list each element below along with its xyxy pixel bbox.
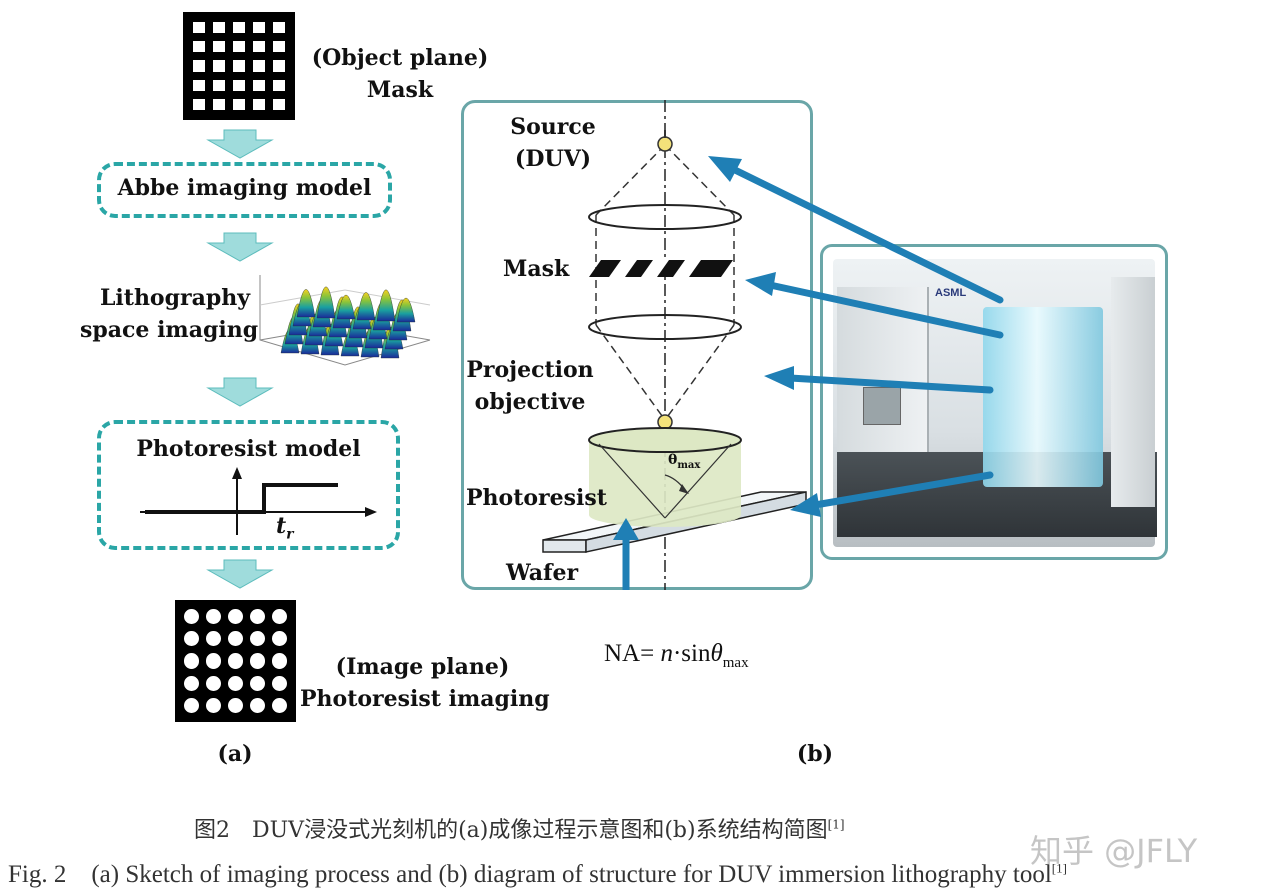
na-n: n bbox=[660, 640, 673, 667]
na-theta: θ bbox=[710, 640, 723, 667]
source-title: Source bbox=[510, 114, 596, 140]
flow-arrow-3 bbox=[206, 377, 274, 407]
condenser-lens bbox=[588, 204, 742, 230]
projection-lens bbox=[588, 314, 742, 340]
plot-peaks bbox=[280, 286, 416, 359]
pointer-arrows bbox=[708, 156, 1004, 517]
caption-en: Fig. 2 (a) Sketch of imaging process and… bbox=[8, 854, 1067, 890]
lithography-line2: space imaging bbox=[80, 317, 259, 343]
lithography-label: Lithography space imaging bbox=[80, 282, 259, 346]
immersion-liquid bbox=[589, 440, 741, 527]
machine-right-cabinet bbox=[1111, 277, 1155, 507]
aerial-peak bbox=[316, 286, 336, 319]
na-prefix: NA= bbox=[604, 640, 655, 667]
object-plane-label: (Object plane) Mask bbox=[300, 42, 500, 106]
photoresist-label: Photoresist bbox=[466, 485, 607, 511]
na-subscript: max bbox=[722, 655, 749, 671]
na-arrow-head bbox=[613, 518, 639, 540]
step-function bbox=[145, 483, 338, 514]
projection-lens-bottom bbox=[588, 427, 742, 453]
threshold-step-plot bbox=[140, 467, 377, 535]
aerial-peak bbox=[336, 295, 356, 320]
caption-en-ref: [1] bbox=[1051, 860, 1067, 876]
source-lamp bbox=[657, 136, 673, 152]
projection-title: Projection bbox=[466, 357, 594, 383]
flow-arrow-2 bbox=[206, 232, 274, 262]
flow-arrow-4 bbox=[206, 559, 274, 589]
wafer-front bbox=[542, 539, 587, 553]
pointer-mask-head bbox=[745, 272, 776, 296]
projection-label: Projection objective bbox=[466, 354, 594, 418]
lithography-line1: Lithography bbox=[99, 285, 250, 311]
object-plane-title: (Object plane) bbox=[311, 45, 489, 71]
pointer-mask-shaft bbox=[766, 281, 1004, 339]
pointer-source-shaft bbox=[731, 166, 1004, 304]
caption-zh-ref: [1] bbox=[827, 817, 845, 832]
tr-subscript: r bbox=[286, 526, 294, 543]
caption-zh: 图2 DUV浸没式光刻机的(a)成像过程示意图和(b)系统结构简图[1] bbox=[194, 812, 845, 844]
aerial-peak bbox=[376, 289, 396, 322]
image-plane-title: (Image plane) bbox=[335, 654, 510, 680]
theta-arrowhead bbox=[679, 484, 689, 494]
abbe-model-box bbox=[97, 162, 392, 218]
image-plane-result bbox=[175, 600, 296, 722]
source-label: Source (DUV) bbox=[498, 111, 608, 175]
na-cone-right bbox=[664, 443, 732, 519]
na-cone-left bbox=[598, 443, 666, 519]
mask-reticle bbox=[589, 260, 733, 277]
pointer-photoresist-shaft bbox=[811, 471, 994, 509]
caption-en-text: Fig. 2 (a) Sketch of imaging process and… bbox=[8, 861, 1052, 888]
abbe-model-label: Abbe imaging model bbox=[117, 175, 372, 201]
pointer-source-head bbox=[708, 156, 742, 182]
step-y-arrowhead bbox=[232, 467, 242, 479]
na-formula: NA= n·sinθmax bbox=[604, 640, 749, 672]
tr-label: tr bbox=[276, 513, 294, 542]
mask-label-b: Mask bbox=[503, 256, 570, 282]
theta-label: θmax bbox=[668, 452, 700, 471]
cone-right-upper bbox=[664, 144, 735, 216]
photoresist-model-label: Photoresist model bbox=[136, 436, 361, 462]
aerial-image-plot bbox=[259, 275, 431, 366]
machine-photo-frame: ASML bbox=[820, 244, 1168, 560]
cone-right-lower bbox=[664, 324, 735, 421]
photoresist-model-box bbox=[97, 420, 400, 550]
caption-b: (b) bbox=[796, 741, 834, 767]
object-plane-mask bbox=[183, 12, 295, 120]
pointer-projection-head bbox=[764, 366, 794, 390]
aerial-peak bbox=[296, 289, 316, 318]
objective-title: objective bbox=[474, 389, 586, 415]
image-plane-label: (Image plane) Photoresist imaging bbox=[300, 651, 550, 715]
flow-arrows bbox=[206, 129, 274, 589]
photoresist-imaging-title: Photoresist imaging bbox=[300, 686, 550, 712]
machine-optics-column bbox=[983, 307, 1103, 487]
aerial-peak bbox=[396, 298, 416, 323]
pointer-projection-shaft bbox=[786, 374, 994, 394]
flow-arrow-1 bbox=[206, 129, 274, 159]
machine-control-panel bbox=[863, 387, 901, 425]
theta-subscript: max bbox=[677, 459, 701, 471]
focus-point bbox=[657, 414, 673, 430]
mask-title: Mask bbox=[366, 77, 434, 103]
theta-symbol: θ bbox=[668, 452, 678, 468]
aerial-peak bbox=[356, 292, 376, 321]
na-sin: ·sin bbox=[672, 640, 711, 667]
cone-left-upper bbox=[595, 144, 666, 216]
caption-a: (a) bbox=[217, 741, 253, 767]
optical-schematic bbox=[542, 100, 807, 590]
watermark: 知乎 @JFLY bbox=[1030, 832, 1198, 870]
duv-title: (DUV) bbox=[514, 146, 592, 172]
caption-zh-text: 图2 DUV浸没式光刻机的(a)成像过程示意图和(b)系统结构简图 bbox=[194, 818, 828, 843]
step-x-arrowhead bbox=[365, 507, 377, 517]
tr-symbol: t bbox=[276, 513, 287, 539]
pointer-photoresist-head bbox=[790, 493, 821, 517]
wafer-label: Wafer bbox=[506, 560, 579, 586]
schematic-frame bbox=[461, 100, 813, 590]
cone-left-lower bbox=[595, 324, 666, 421]
machine-brand-logo: ASML bbox=[935, 287, 967, 299]
